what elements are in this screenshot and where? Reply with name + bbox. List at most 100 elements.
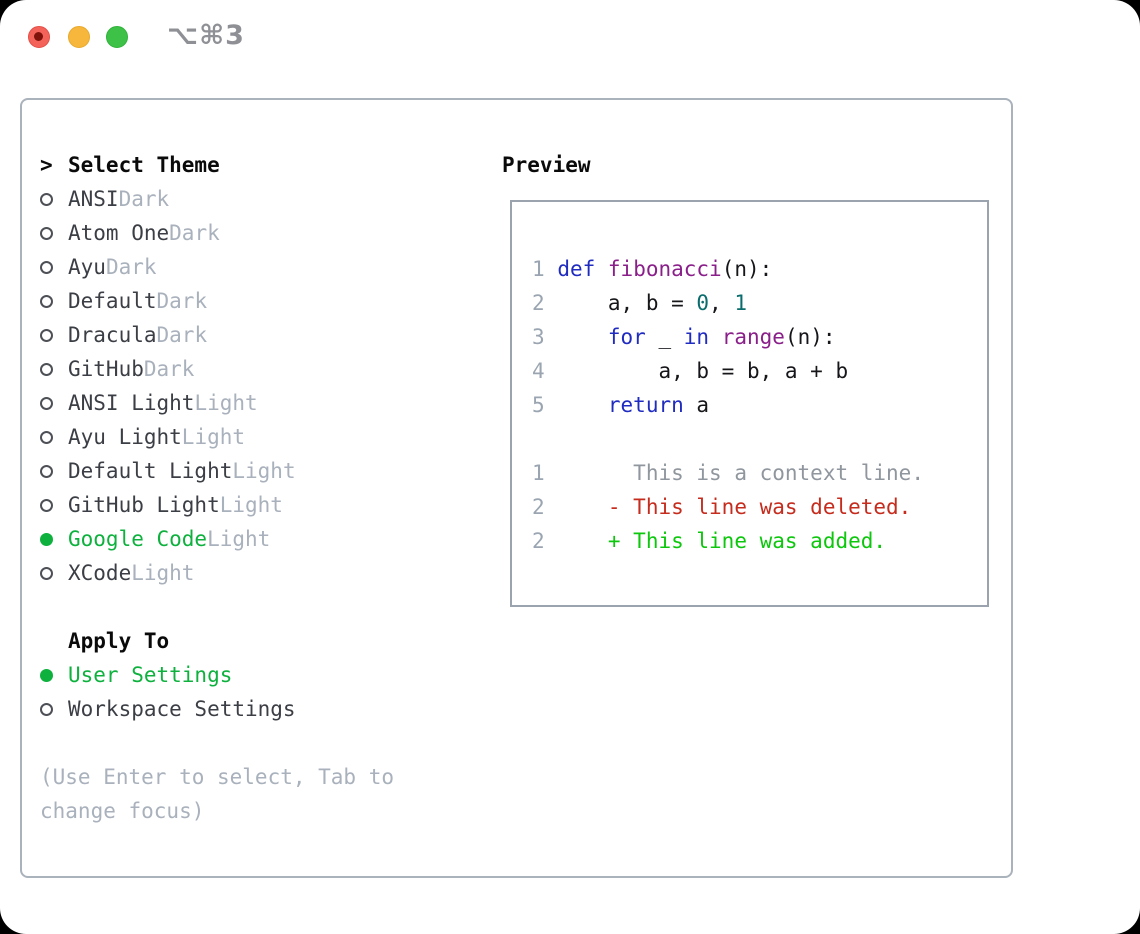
code-token-ctx: This is a context line. [557, 461, 924, 485]
code-token-pl [595, 257, 608, 281]
code-line: 2 + This line was added. [532, 524, 987, 558]
apply-to-title: Apply To [68, 629, 170, 653]
code-token-pl [557, 393, 608, 417]
code-line: 5 return a [532, 388, 987, 422]
code-token-kw: for [607, 325, 646, 349]
theme-variant-label: Light [232, 459, 296, 483]
radio-icon [40, 226, 68, 240]
preview-section: Preview 1 def fibonacci(n):2 a, b = 0, 1… [502, 148, 989, 876]
zoom-button[interactable] [106, 26, 128, 48]
code-token-pl [709, 325, 722, 349]
theme-variant-label: Dark [143, 357, 195, 381]
hint-text: (Use Enter to select, Tab to change focu… [40, 765, 395, 823]
theme-item-label: Google Code [68, 527, 208, 551]
theme-list-header: > Select Theme [40, 148, 484, 182]
line-number: 5 [532, 393, 545, 417]
theme-item-google-code[interactable]: Google Code Light [40, 522, 484, 556]
spacer [40, 726, 484, 760]
theme-variant-label: Light [219, 493, 283, 517]
theme-variant-label: Dark [156, 323, 208, 347]
theme-variant-label: Light [131, 561, 195, 585]
theme-item-ansi-light[interactable]: ANSI Light Light [40, 386, 484, 420]
code-line: 2 - This line was deleted. [532, 490, 987, 524]
theme-item-label: GitHub Light [68, 493, 220, 517]
theme-item-label: Atom One [68, 221, 170, 245]
apply-option-user-settings[interactable]: User Settings [40, 658, 484, 692]
theme-item-default-light[interactable]: Default Light Light [40, 454, 484, 488]
code-token-num: 1 [734, 291, 747, 315]
theme-list-title: Select Theme [68, 153, 220, 177]
line-number: 1 [532, 461, 545, 485]
theme-item-label: ANSI [68, 187, 119, 211]
theme-item-dracula[interactable]: Dracula Dark [40, 318, 484, 352]
window-title: ⌥⌘3 [167, 20, 245, 51]
code-token-pl: a, b = [557, 291, 697, 315]
line-number: 1 [532, 257, 545, 281]
theme-item-ayu[interactable]: Ayu Dark [40, 250, 484, 284]
theme-item-github-light[interactable]: GitHub Light Light [40, 488, 484, 522]
radio-selected-icon [40, 532, 68, 546]
theme-item-ansi[interactable]: ANSI Dark [40, 182, 484, 216]
code-token-pl: a [683, 393, 710, 417]
theme-item-default[interactable]: Default Dark [40, 284, 484, 318]
radio-icon [40, 328, 68, 342]
apply-option-label: User Settings [68, 663, 233, 687]
code-line: 1 This is a context line. [532, 456, 987, 490]
close-button[interactable] [28, 26, 50, 48]
theme-item-label: Dracula [68, 323, 157, 347]
spacer [40, 590, 484, 624]
code-token-kw: return [607, 393, 684, 417]
theme-item-atom-one[interactable]: Atom One Dark [40, 216, 484, 250]
code-token-fn: fibonacci [607, 257, 722, 281]
radio-icon [40, 702, 68, 716]
radio-icon [40, 362, 68, 376]
line-number: 2 [532, 529, 545, 553]
code-token-pl: (n): [784, 325, 836, 349]
theme-variant-label: Light [181, 425, 246, 449]
theme-item-label: Default Light [68, 459, 233, 483]
theme-item-label: GitHub [68, 357, 144, 381]
preview-title: Preview [502, 153, 591, 177]
theme-item-label: Ayu Light [68, 425, 182, 449]
code-token-num: 0 [696, 291, 710, 315]
radio-icon [40, 498, 68, 512]
apply-option-workspace-settings[interactable]: Workspace Settings [40, 692, 484, 726]
theme-variant-label: Dark [156, 289, 208, 313]
theme-item-xcode[interactable]: XCode Light [40, 556, 484, 590]
code-line: 4 a, b = b, a + b [532, 354, 987, 388]
theme-variant-label: Light [194, 391, 258, 415]
radio-icon [40, 260, 68, 274]
theme-item-label: Default [68, 289, 157, 313]
radio-icon [40, 396, 68, 410]
code-token-pl [557, 325, 608, 349]
line-number: 4 [532, 359, 545, 383]
radio-selected-icon [40, 668, 68, 682]
code-token-del: - This line was deleted. [557, 495, 912, 519]
code-token-add: + This line was added. [557, 529, 887, 553]
code-token-pl: _ [645, 325, 684, 349]
minimize-button[interactable] [68, 26, 90, 48]
theme-item-github[interactable]: GitHub Dark [40, 352, 484, 386]
line-number: 2 [532, 291, 545, 315]
theme-variant-label: Dark [118, 187, 170, 211]
code-line: 1 def fibonacci(n): [532, 252, 987, 286]
theme-item-label: Ayu [68, 255, 106, 279]
code-line: 3 for _ in range(n): [532, 320, 987, 354]
theme-item-ayu-light[interactable]: Ayu Light Light [40, 420, 484, 454]
apply-option-label: Workspace Settings [68, 697, 296, 721]
line-number: 3 [532, 325, 545, 349]
code-token-pl: (n): [721, 257, 773, 281]
radio-icon [40, 294, 68, 308]
theme-variant-label: Light [207, 527, 271, 551]
code-token-kw: def [557, 257, 596, 281]
code-line: 2 a, b = 0, 1 [532, 286, 987, 320]
radio-icon [40, 464, 68, 478]
code-line [532, 422, 987, 456]
line-number: 2 [532, 495, 545, 519]
code-token-fn: range [721, 325, 785, 349]
